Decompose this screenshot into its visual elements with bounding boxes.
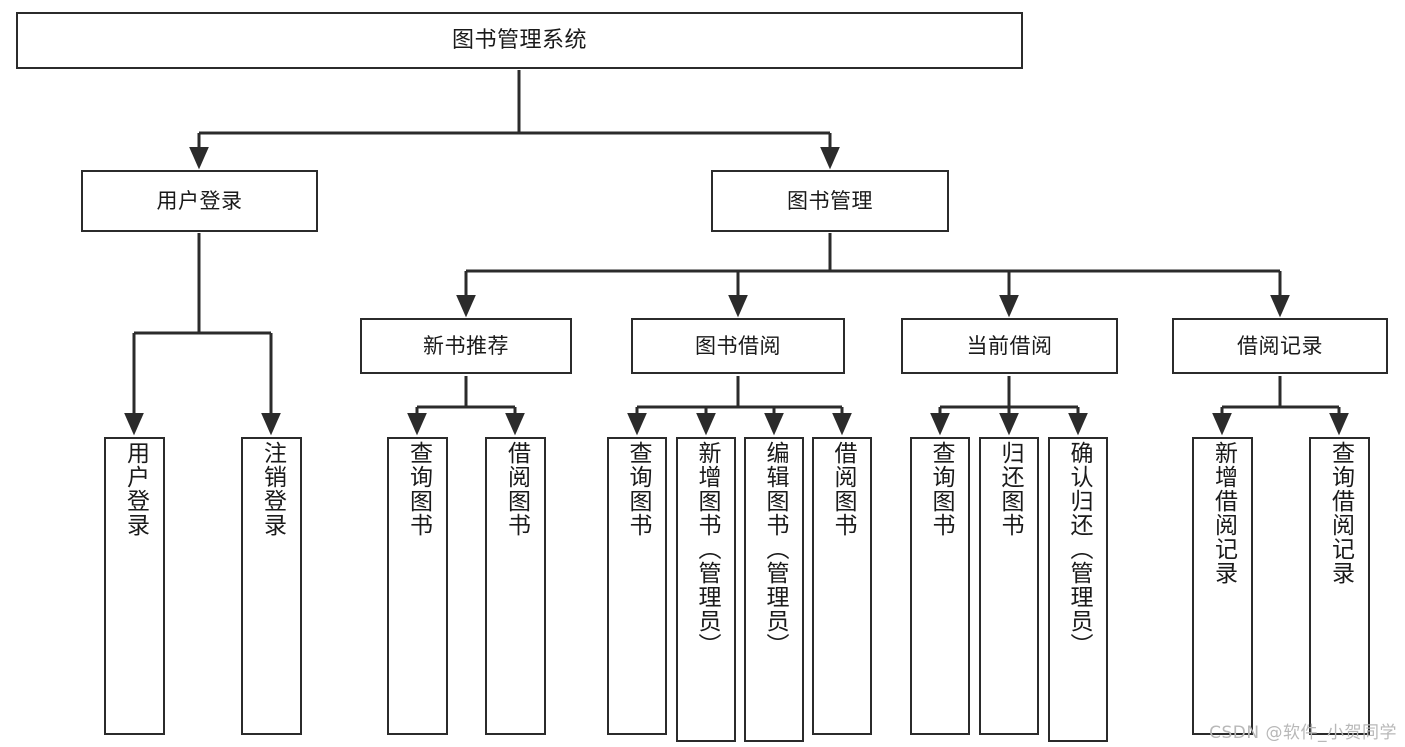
leaf-query-book-3[interactable]: 查询图书 bbox=[910, 437, 970, 735]
leaf-query-book-2[interactable]: 查询图书 bbox=[607, 437, 667, 735]
node-user-login[interactable]: 用户登录 bbox=[81, 170, 318, 232]
leaf-add-book-label: 新增图书（管理员） bbox=[693, 441, 720, 657]
node-borrow-record[interactable]: 借阅记录 bbox=[1172, 318, 1388, 374]
leaf-add-record-label: 新增借阅记录 bbox=[1210, 441, 1237, 585]
leaf-return-book[interactable]: 归还图书 bbox=[979, 437, 1039, 735]
node-borrow-record-label: 借阅记录 bbox=[1237, 333, 1323, 358]
node-book-borrow[interactable]: 图书借阅 bbox=[631, 318, 845, 374]
leaf-query-book-2-label: 查询图书 bbox=[624, 441, 651, 537]
leaf-query-book-3-label: 查询图书 bbox=[927, 441, 954, 537]
leaf-query-record[interactable]: 查询借阅记录 bbox=[1309, 437, 1370, 735]
watermark: CSDN @软件_小贺同学 bbox=[1209, 723, 1397, 743]
leaf-return-book-label: 归还图书 bbox=[996, 441, 1023, 537]
leaf-add-book[interactable]: 新增图书（管理员） bbox=[676, 437, 736, 742]
node-current-borrow[interactable]: 当前借阅 bbox=[901, 318, 1118, 374]
leaf-confirm-return-label: 确认归还（管理员） bbox=[1065, 441, 1092, 657]
node-new-book-recommend[interactable]: 新书推荐 bbox=[360, 318, 572, 374]
node-user-login-label: 用户登录 bbox=[156, 188, 243, 213]
leaf-borrow-book-2-label: 借阅图书 bbox=[829, 441, 856, 537]
node-root[interactable]: 图书管理系统 bbox=[16, 12, 1023, 69]
leaf-user-login-label: 用户登录 bbox=[122, 441, 149, 537]
leaf-logout[interactable]: 注销登录 bbox=[241, 437, 302, 735]
leaf-query-book-1-label: 查询图书 bbox=[405, 441, 432, 537]
leaf-edit-book[interactable]: 编辑图书（管理员） bbox=[744, 437, 804, 742]
node-book-manage[interactable]: 图书管理 bbox=[711, 170, 949, 232]
node-current-borrow-label: 当前借阅 bbox=[966, 333, 1053, 358]
leaf-borrow-book-2[interactable]: 借阅图书 bbox=[812, 437, 872, 735]
leaf-borrow-book-1-label: 借阅图书 bbox=[503, 441, 530, 537]
leaf-query-record-label: 查询借阅记录 bbox=[1327, 441, 1354, 585]
leaf-borrow-book-1[interactable]: 借阅图书 bbox=[485, 437, 546, 735]
leaf-confirm-return[interactable]: 确认归还（管理员） bbox=[1048, 437, 1108, 742]
node-book-borrow-label: 图书借阅 bbox=[695, 333, 781, 358]
node-new-book-recommend-label: 新书推荐 bbox=[423, 333, 509, 358]
node-book-manage-label: 图书管理 bbox=[787, 188, 873, 213]
leaf-logout-label: 注销登录 bbox=[259, 441, 286, 537]
leaf-edit-book-label: 编辑图书（管理员） bbox=[761, 441, 788, 657]
leaf-add-record[interactable]: 新增借阅记录 bbox=[1192, 437, 1253, 735]
leaf-query-book-1[interactable]: 查询图书 bbox=[387, 437, 448, 735]
leaf-user-login[interactable]: 用户登录 bbox=[104, 437, 165, 735]
node-root-label: 图书管理系统 bbox=[451, 27, 587, 53]
